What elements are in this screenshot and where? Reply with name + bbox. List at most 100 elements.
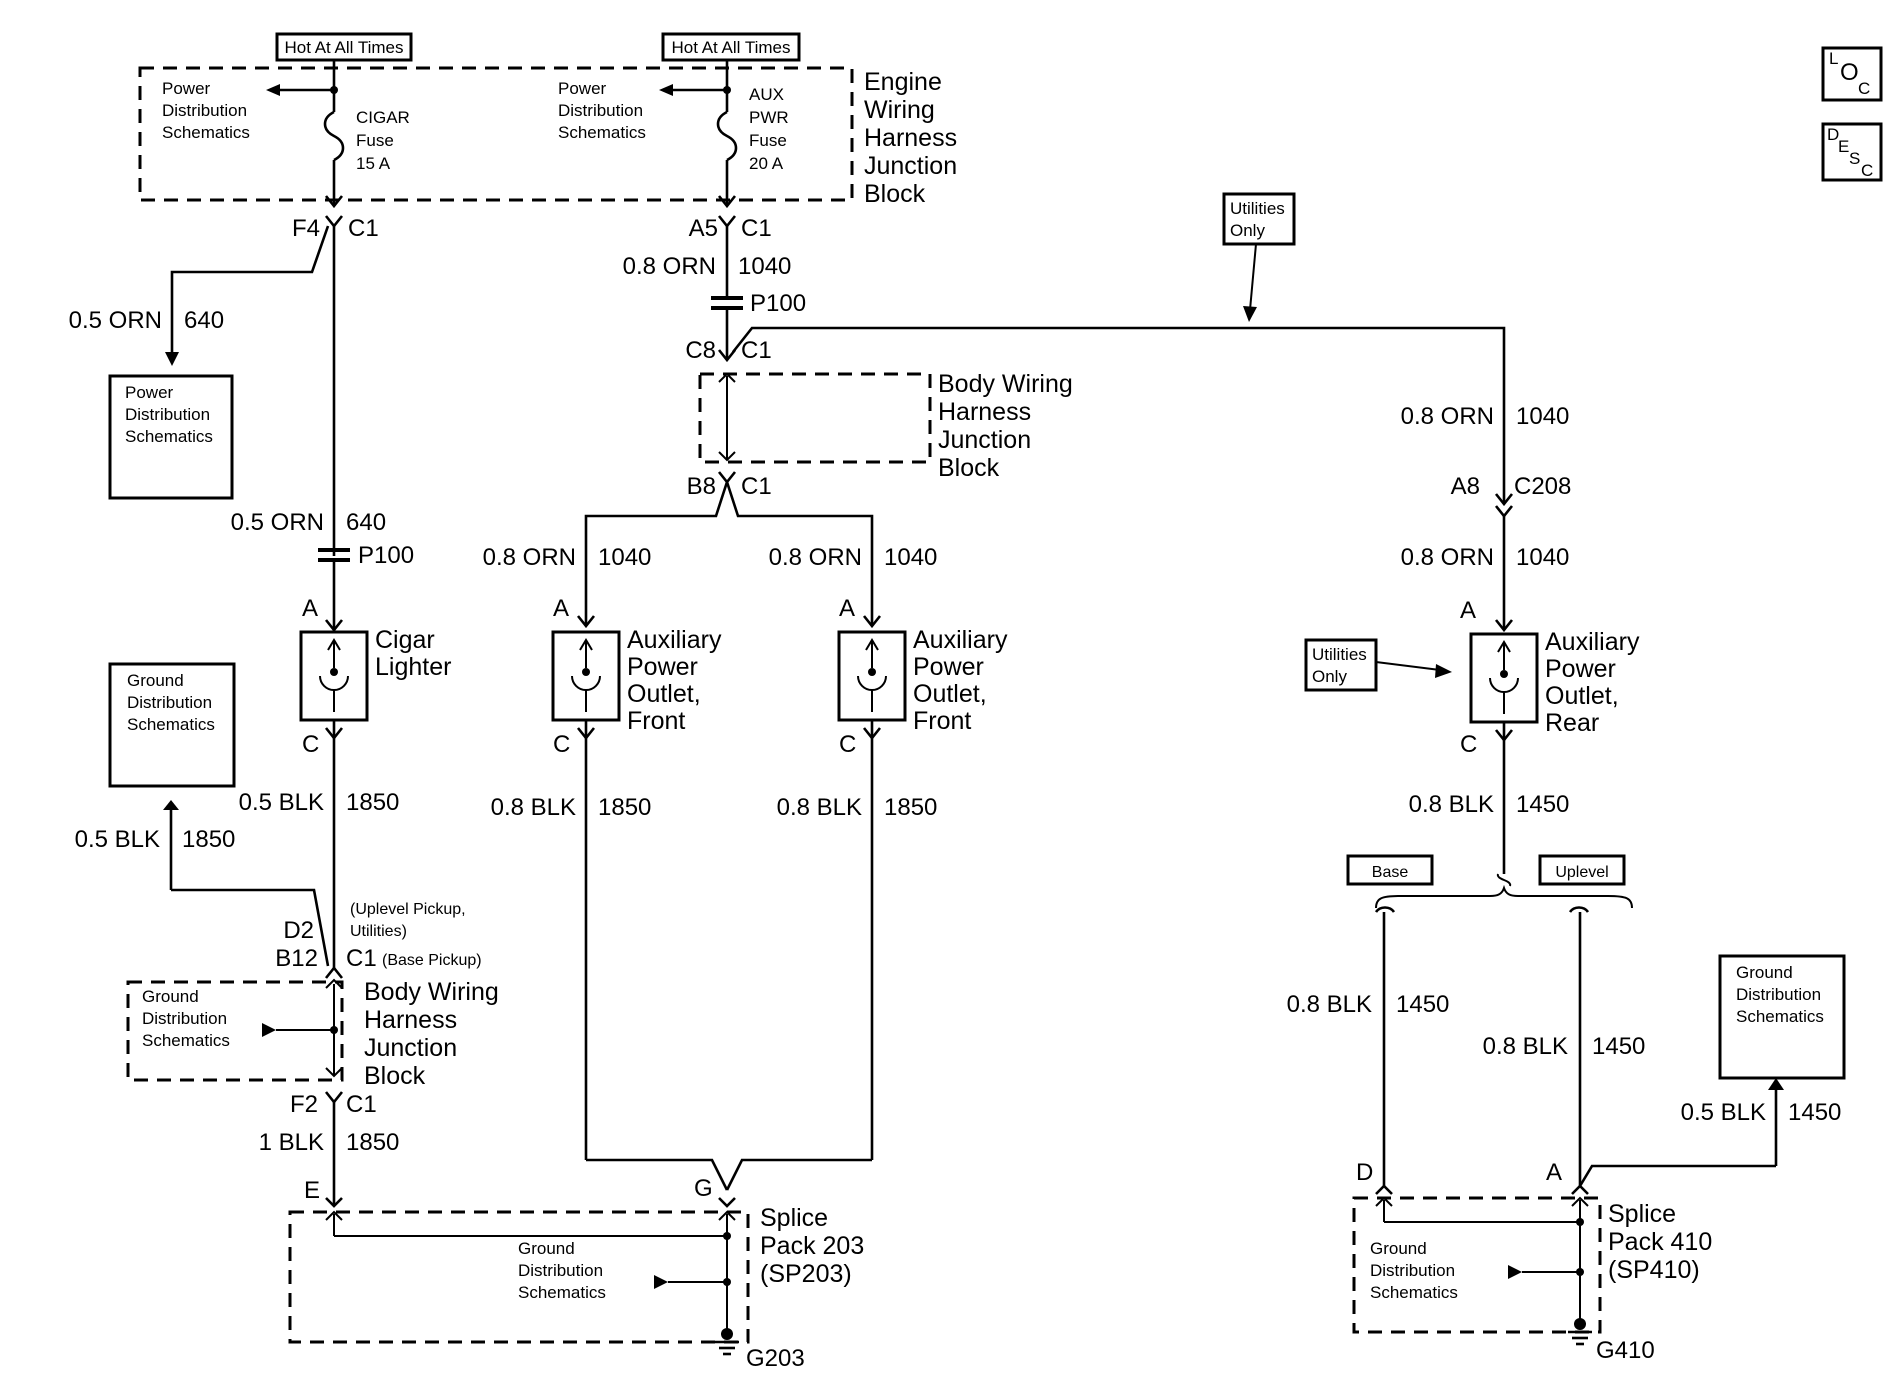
- wire-08orn-1040-b: 0.8 ORN: [483, 544, 576, 571]
- svg-text:Schematics: Schematics: [125, 427, 213, 446]
- splice-pack-203: [288, 1210, 750, 1344]
- conn-c208: C208: [1514, 473, 1571, 500]
- svg-text:Utilities: Utilities: [1312, 645, 1367, 664]
- utilities-only-box-rear: [1304, 638, 1378, 692]
- conn-a5: A5: [689, 215, 718, 242]
- body-junction-block-left: [126, 980, 344, 1082]
- aux-rear-label-3: Outlet,: [1545, 682, 1619, 710]
- cigar-lighter-label-1: Cigar: [375, 626, 435, 654]
- svg-text:Distribution: Distribution: [518, 1261, 603, 1280]
- engine-jb-label-1: Engine: [864, 68, 942, 96]
- aux-front1-label-4: Front: [627, 707, 685, 735]
- wire-circuit-1850-e: 1850: [884, 794, 937, 821]
- cigar-fuse-label-3: 15 A: [356, 154, 391, 173]
- wire-circuit-1040-c: 1040: [884, 544, 937, 571]
- svg-text:E: E: [1838, 137, 1849, 156]
- engine-jb-label-5: Block: [864, 180, 926, 208]
- pin-a-cigar: A: [302, 595, 318, 622]
- svg-text:Base: Base: [1372, 864, 1409, 881]
- body-jb-center-label-4: Block: [938, 454, 1000, 482]
- base-pickup-label: (Base Pickup): [382, 952, 482, 969]
- conn-c1-c8: C1: [741, 337, 772, 364]
- power-dist-label-b2: Distribution: [558, 101, 643, 120]
- conn-p100-center: P100: [750, 290, 806, 317]
- pin-a-sp410: A: [1546, 1159, 1562, 1186]
- wire-circuit-640-a: 640: [184, 307, 224, 334]
- pin-a-rear: A: [1460, 597, 1476, 624]
- svg-text:Distribution: Distribution: [1370, 1261, 1455, 1280]
- svg-text:Power: Power: [125, 383, 174, 402]
- svg-text:Schematics: Schematics: [1736, 1007, 1824, 1026]
- wire-05blk-1850-b: 0.5 BLK: [75, 826, 160, 853]
- conn-f4: F4: [292, 215, 320, 242]
- wire-08orn-1040-d: 0.8 ORN: [1401, 403, 1494, 430]
- conn-b8: B8: [687, 473, 716, 500]
- aux-front1-label-1: Auxiliary: [627, 626, 722, 654]
- svg-text:Distribution: Distribution: [125, 405, 210, 424]
- aux-front1-label-2: Power: [627, 653, 698, 681]
- svg-text:Distribution: Distribution: [1736, 985, 1821, 1004]
- pin-c-rear: C: [1460, 731, 1477, 758]
- aux-fuse-label-2: PWR: [749, 108, 789, 127]
- wire-08orn-1040-e: 0.8 ORN: [1401, 544, 1494, 571]
- splice410-label-1: Splice: [1608, 1200, 1676, 1228]
- aux-pwr-fuse: [716, 110, 738, 162]
- uplevel-pickup-label-1: (Uplevel Pickup,: [350, 901, 466, 918]
- conn-c1-f4: C1: [348, 215, 379, 242]
- conn-f2: F2: [290, 1091, 318, 1118]
- svg-text:Ground: Ground: [142, 987, 199, 1006]
- wire-05blk-1450: 0.5 BLK: [1681, 1099, 1766, 1126]
- wire-circuit-1450-b: 1450: [1396, 991, 1449, 1018]
- body-jb-left-label-3: Junction: [364, 1034, 457, 1062]
- svg-text:C: C: [1861, 161, 1873, 180]
- svg-text:Uplevel: Uplevel: [1555, 864, 1608, 881]
- svg-text:Utilities: Utilities: [1230, 199, 1285, 218]
- conn-b12: B12: [275, 945, 318, 972]
- aux-rear-label-2: Power: [1545, 655, 1616, 683]
- cigar-fuse-label-2: Fuse: [356, 131, 394, 150]
- wire-08blk-1850-b: 0.8 BLK: [777, 794, 862, 821]
- engine-jb-label-3: Harness: [864, 124, 957, 152]
- svg-text:S: S: [1849, 149, 1860, 168]
- desc-icon[interactable]: [1821, 122, 1883, 182]
- pin-d-sp410: D: [1356, 1159, 1373, 1186]
- svg-text:Schematics: Schematics: [518, 1283, 606, 1302]
- body-jb-center-label-2: Harness: [938, 398, 1031, 426]
- engine-jb-label-2: Wiring: [864, 96, 935, 124]
- wire-circuit-640-b: 640: [346, 509, 386, 536]
- utilities-only-box-top: [1222, 192, 1296, 246]
- wire-08blk-1450-b: 0.8 BLK: [1287, 991, 1372, 1018]
- wire-05orn-640-a: 0.5 ORN: [69, 307, 162, 334]
- wire-circuit-1850-a: 1850: [346, 789, 399, 816]
- option-brace: [1375, 884, 1633, 909]
- conn-c1-b12: C1: [346, 945, 377, 972]
- svg-text:Distribution: Distribution: [127, 693, 212, 712]
- svg-text:Ground: Ground: [518, 1239, 575, 1258]
- body-jb-left-label-2: Harness: [364, 1006, 457, 1034]
- wire-05orn-640-b: 0.5 ORN: [231, 509, 324, 536]
- engine-jb-label-4: Junction: [864, 152, 957, 180]
- splice410-label-3: (SP410): [1608, 1256, 1700, 1284]
- wire-circuit-1850-b: 1850: [182, 826, 235, 853]
- wire-circuit-1450-c: 1450: [1592, 1033, 1645, 1060]
- svg-text:Only: Only: [1230, 221, 1265, 240]
- wire-08blk-1450-a: 0.8 BLK: [1409, 791, 1494, 818]
- wire-circuit-1040-b: 1040: [598, 544, 651, 571]
- pin-c-front2: C: [839, 731, 856, 758]
- loc-icon[interactable]: [1821, 46, 1883, 102]
- hot-at-all-times-left: Hot At All Times: [284, 38, 403, 57]
- aux-front2-label-1: Auxiliary: [913, 626, 1008, 654]
- svg-text:L: L: [1829, 49, 1838, 68]
- conn-a8: A8: [1451, 473, 1480, 500]
- splice203-label-3: (SP203): [760, 1260, 852, 1288]
- aux-front1-label-3: Outlet,: [627, 680, 701, 708]
- wire-1blk-1850: 1 BLK: [259, 1129, 324, 1156]
- ground-g410: G410: [1596, 1337, 1655, 1364]
- base-option-box: [1346, 854, 1434, 886]
- pin-c-front1: C: [553, 731, 570, 758]
- uplevel-pickup-label-2: Utilities): [350, 923, 407, 940]
- body-jb-left-label-4: Block: [364, 1062, 426, 1090]
- power-dist-label-a2: Distribution: [162, 101, 247, 120]
- wire-08blk-1850-a: 0.8 BLK: [491, 794, 576, 821]
